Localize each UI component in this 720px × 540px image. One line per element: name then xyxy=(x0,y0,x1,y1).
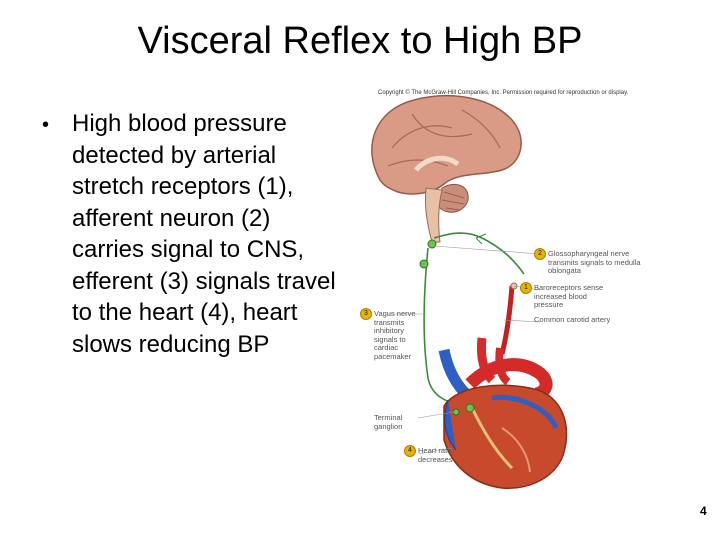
slide-title: Visceral Reflex to High BP xyxy=(137,20,583,62)
bullet-point-icon: • xyxy=(42,114,50,136)
step-4-badge: 4 xyxy=(404,445,416,457)
step-2-badge: 2 xyxy=(534,248,546,260)
common-carotid-label: Common carotid artery xyxy=(534,315,611,324)
brain-icon xyxy=(371,95,522,243)
terminal-ganglion-label: Terminal ganglion xyxy=(374,413,403,431)
heart-rate-label: Heart rate decreases xyxy=(418,446,453,464)
glossopharyngeal-nerve xyxy=(433,232,525,275)
step-1-badge: 1 xyxy=(520,282,532,294)
terminal-ganglion xyxy=(465,403,475,413)
heart-icon xyxy=(443,384,568,489)
step-3-badge: 3 xyxy=(360,308,372,320)
glossopharyngeal-label: Glossopharyngeal nerve transmits signals… xyxy=(548,249,641,275)
bullet-list: • High blood pressure detected by arteri… xyxy=(42,108,342,360)
vagus-label: Vagus nerve transmits inhibitory signals… xyxy=(374,309,416,361)
reflex-illustration xyxy=(371,95,568,489)
figure-copyright: Copyright © The McGraw-Hill Companies, I… xyxy=(378,90,629,96)
bullet-text: High blood pressure detected by arterial… xyxy=(72,110,336,358)
baroreceptors-label: Baroreceptors sense increased blood pres… xyxy=(534,283,604,309)
page-number: 4 xyxy=(700,504,707,518)
